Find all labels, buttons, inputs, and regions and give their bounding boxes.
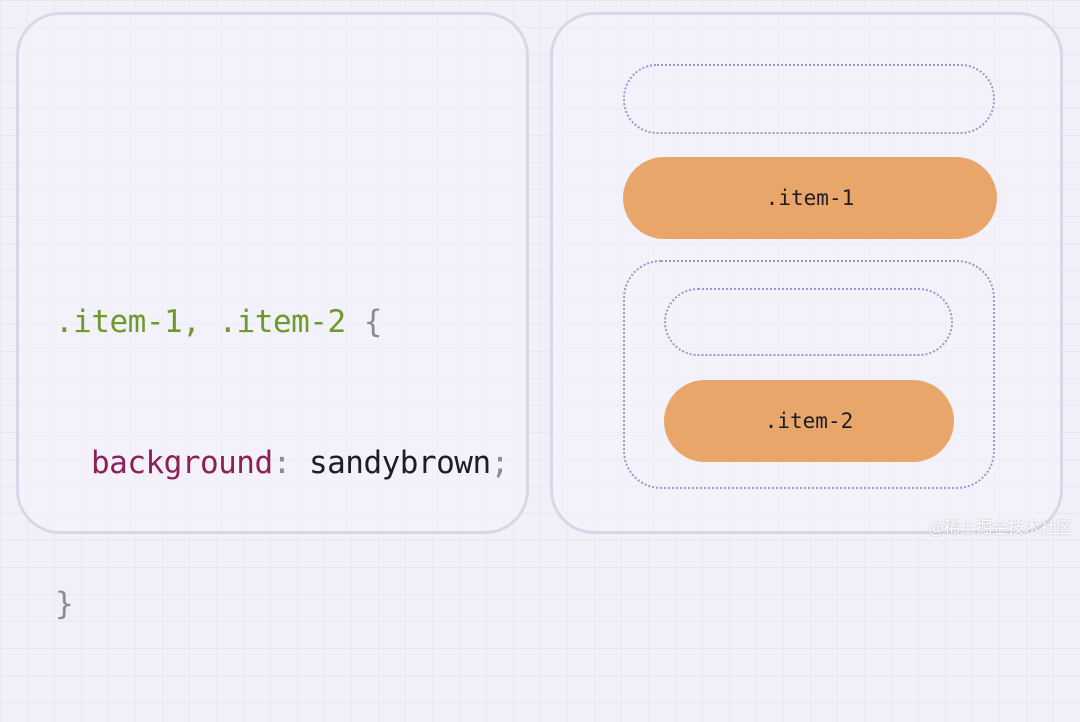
code-line-1: .item-1, .item-2 { bbox=[55, 299, 509, 346]
css-value: sandybrown bbox=[308, 445, 491, 481]
open-brace: { bbox=[363, 304, 383, 340]
close-brace: } bbox=[55, 586, 74, 622]
css-selector: .item-1, .item-2 bbox=[55, 304, 346, 340]
css-code-block: .item-1, .item-2 { background: sandybrow… bbox=[55, 205, 509, 722]
semicolon: ; bbox=[490, 445, 510, 481]
colon: : bbox=[272, 445, 292, 481]
item-1-label: .item-1 bbox=[765, 186, 855, 210]
code-line-3: } bbox=[55, 581, 509, 628]
item-2-label: .item-2 bbox=[764, 409, 854, 433]
code-line-2: background: sandybrown; bbox=[55, 440, 509, 487]
empty-placeholder-1 bbox=[623, 64, 995, 134]
preview-panel: .item-1 .item-2 bbox=[550, 12, 1063, 534]
code-panel: .item-1, .item-2 { background: sandybrow… bbox=[16, 12, 529, 622]
item-2-wrapper bbox=[623, 260, 995, 489]
item-1-box: .item-1 bbox=[623, 157, 997, 239]
empty-placeholder-2 bbox=[664, 288, 953, 356]
watermark: @稀土掘金技术社区 bbox=[927, 518, 1072, 537]
css-property: background bbox=[91, 445, 273, 481]
item-2-box: .item-2 bbox=[664, 380, 954, 462]
